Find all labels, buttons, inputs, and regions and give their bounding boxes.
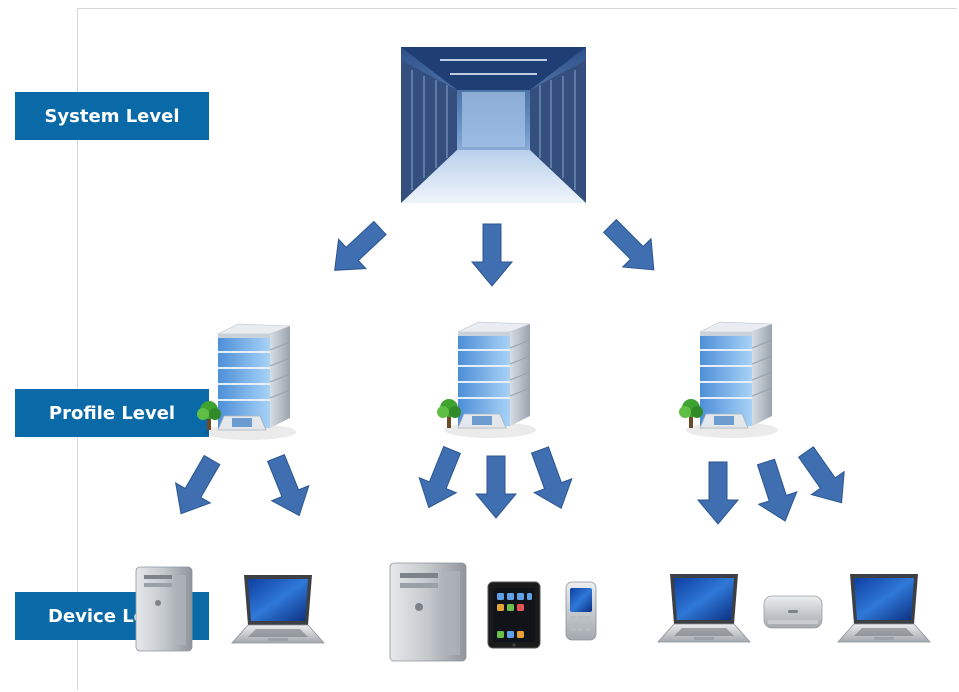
arrow-profile2-to-device1: [409, 442, 472, 516]
laptop-icon: [657, 573, 751, 643]
arrow-system-to-profile-left: [320, 212, 395, 286]
office-building-icon: [678, 321, 779, 439]
tablet-icon: [487, 581, 541, 649]
desktop-tower-icon: [389, 562, 467, 662]
arrow-profile1-to-device1: [163, 449, 230, 525]
arrow-profile3-to-device1: [697, 461, 739, 525]
arrow-profile1-to-device2: [256, 450, 319, 524]
arrow-profile3-to-device2: [746, 455, 805, 528]
laptop-icon: [231, 574, 325, 644]
laptop-icon: [837, 573, 931, 643]
datacenter-icon: [401, 47, 586, 203]
arrow-system-to-profile-right: [595, 211, 669, 285]
arrow-system-to-profile-center: [471, 223, 513, 287]
arrow-profile2-to-device3: [520, 442, 581, 516]
system-level-label: System Level: [15, 92, 209, 140]
profile-level-label: Profile Level: [15, 389, 209, 437]
smartphone-icon: [565, 581, 597, 641]
arrow-profile3-to-device3: [789, 440, 859, 515]
arrow-profile2-to-device2: [475, 455, 517, 519]
diagram-frame: [77, 8, 957, 690]
office-building-icon: [196, 323, 297, 441]
desktop-tower-icon: [135, 566, 193, 652]
office-building-icon: [436, 321, 537, 439]
mini-pc-icon: [763, 595, 823, 629]
